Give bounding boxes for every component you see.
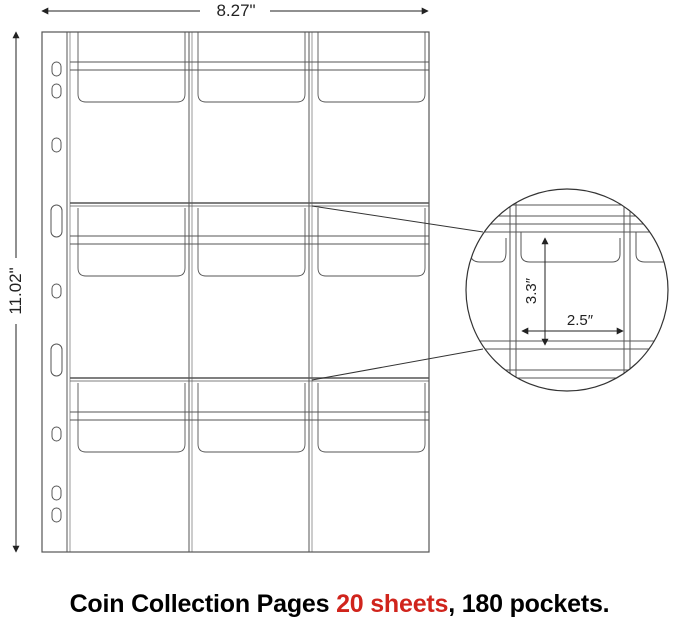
pocket-row-2: [70, 208, 429, 277]
caption: Coin Collection Pages 20 sheets, 180 poc…: [0, 590, 679, 619]
width-label: 8.27": [216, 1, 255, 20]
binding-hole: [50, 204, 63, 238]
height-dimension: 11.02": [4, 31, 28, 553]
page-outline: [41, 31, 430, 553]
binding-hole: [51, 507, 62, 523]
pocket-flap: [197, 208, 306, 277]
page-sheet: [41, 31, 430, 553]
pocket-flap: [197, 383, 306, 453]
pocket-flap: [317, 383, 426, 453]
binding-hole: [51, 61, 62, 77]
pocket-flap: [197, 32, 306, 103]
pocket-row-3: [70, 383, 429, 453]
caption-highlight: 20 sheets: [336, 590, 449, 618]
binding-hole: [50, 343, 63, 377]
pocket-flap: [77, 383, 186, 453]
zoom-detail: 3.3″ 2.5″: [465, 188, 669, 392]
width-dimension: 8.27": [41, 0, 429, 22]
pocket-height-label: 3.3″: [523, 277, 540, 304]
binding-hole: [51, 283, 62, 299]
binding-hole: [51, 83, 62, 99]
pocket-flap: [77, 32, 186, 103]
pocket-width-label: 2.5″: [567, 312, 594, 329]
binding-hole: [51, 137, 62, 153]
pocket-flap: [77, 208, 186, 277]
zoom-circle: [465, 188, 669, 392]
binding-holes: [50, 61, 63, 523]
zoom-callout-lines: [311, 205, 484, 381]
pocket-row-1: [70, 32, 429, 103]
binding-hole: [51, 485, 62, 501]
binding-hole: [51, 426, 62, 442]
pocket-flap: [317, 32, 426, 103]
height-label: 11.02": [6, 267, 25, 314]
caption-suffix: , 180 pockets.: [448, 590, 610, 618]
pocket-flap: [317, 208, 426, 277]
caption-prefix: Coin Collection Pages: [69, 590, 337, 618]
